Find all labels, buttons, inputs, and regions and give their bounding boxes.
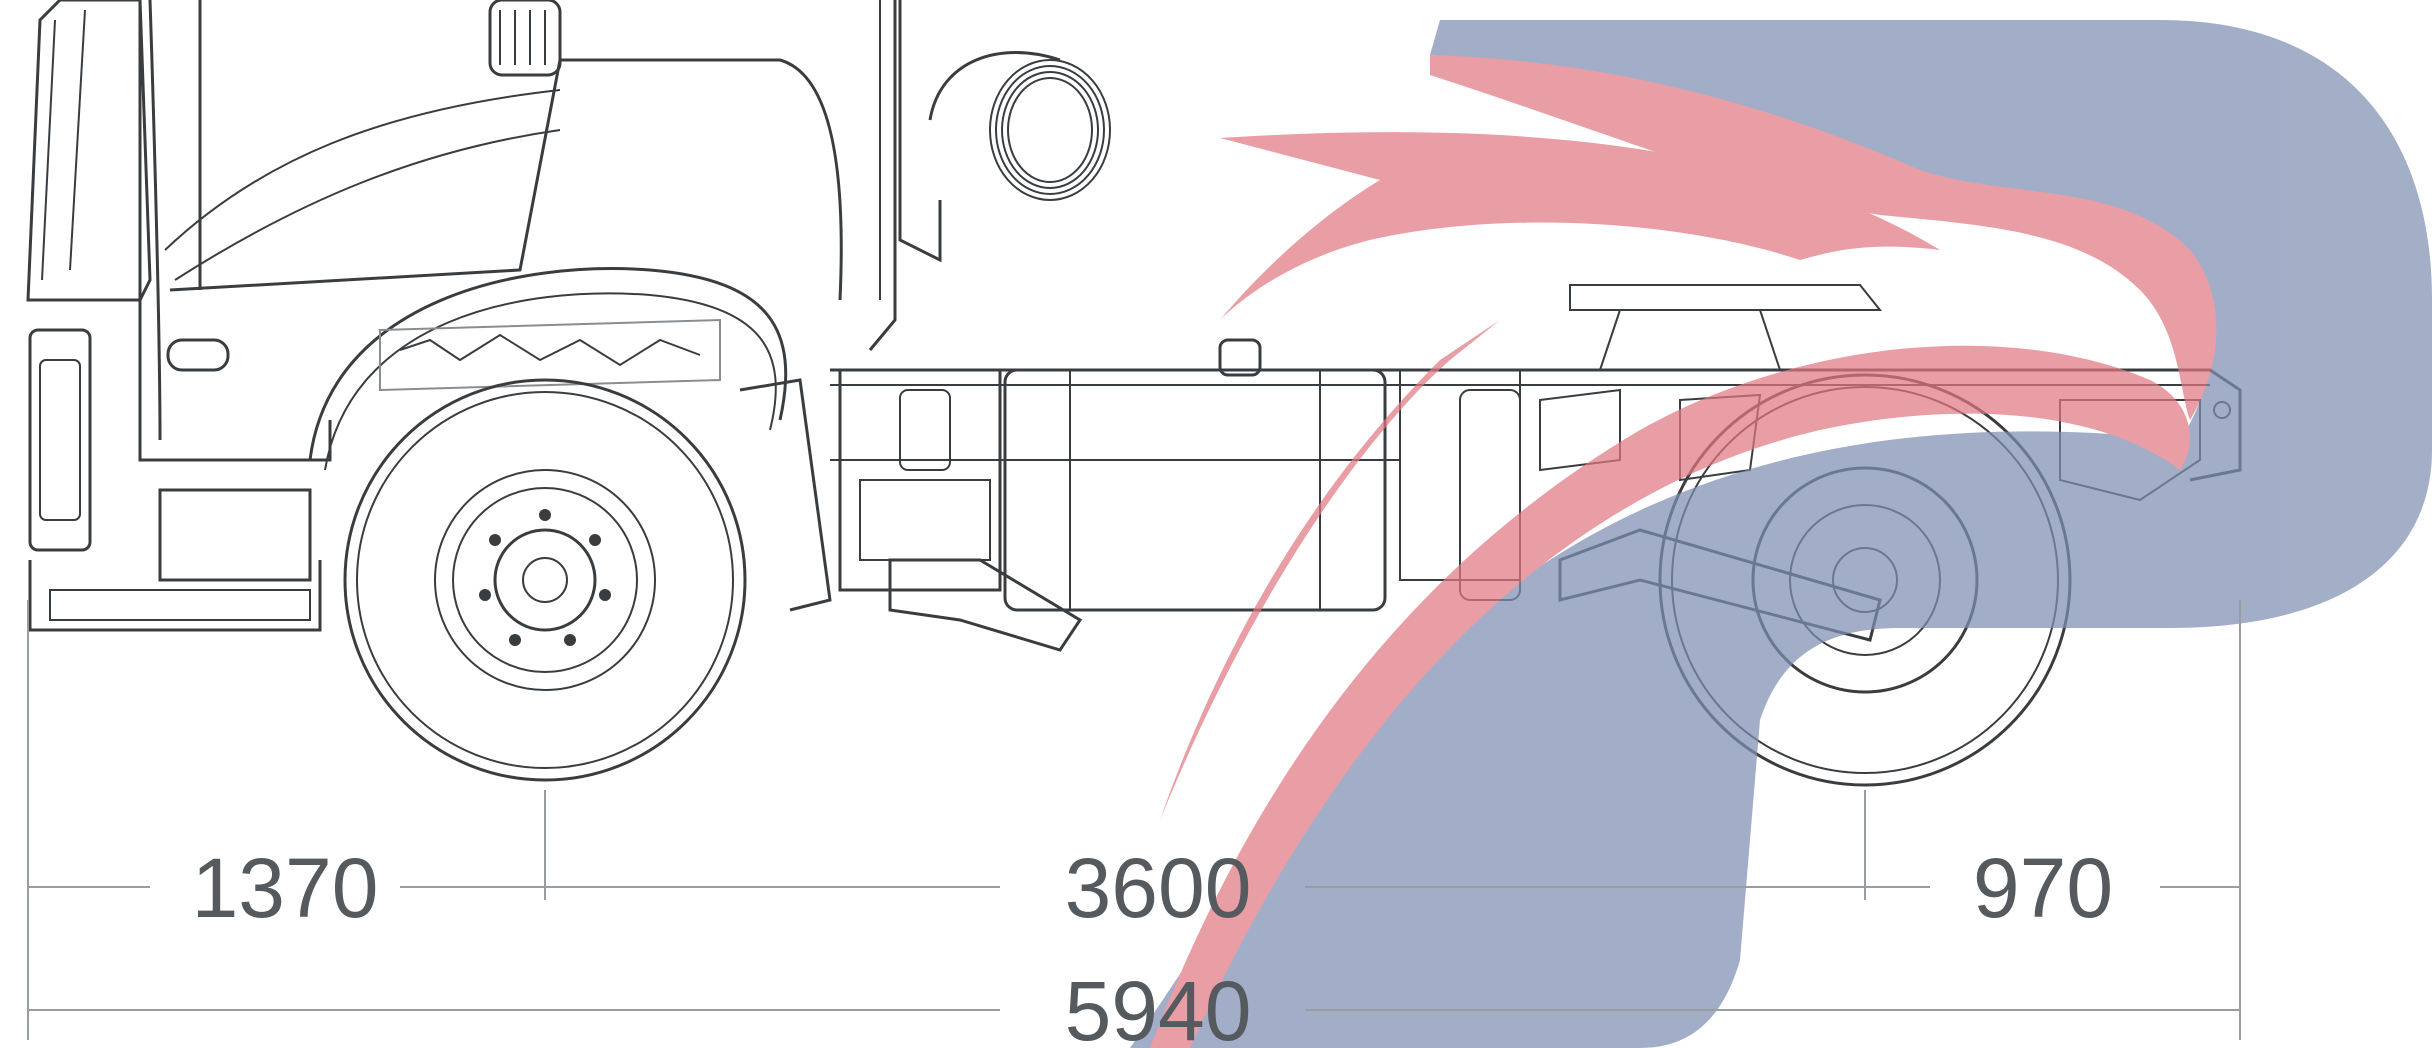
front-wheel (343, 378, 747, 782)
watermark-red-swoosh (1150, 345, 2190, 1048)
p-logo-watermark (1130, 20, 2432, 1048)
watermark-blue-shape (1130, 20, 2432, 1048)
watermark-red-stripe (1430, 55, 2217, 420)
watermark-red-beak (1220, 132, 1940, 320)
truck-cab (26, 0, 897, 632)
wheelbase-label: 3600 (1065, 841, 1252, 935)
front-overhang-label: 1370 (192, 841, 379, 935)
air-hose-coil (898, 0, 1111, 263)
overall-length-label: 5940 (1065, 964, 1252, 1048)
dimension-lines (27, 600, 2241, 1040)
rear-overhang-label: 970 (1973, 841, 2113, 935)
